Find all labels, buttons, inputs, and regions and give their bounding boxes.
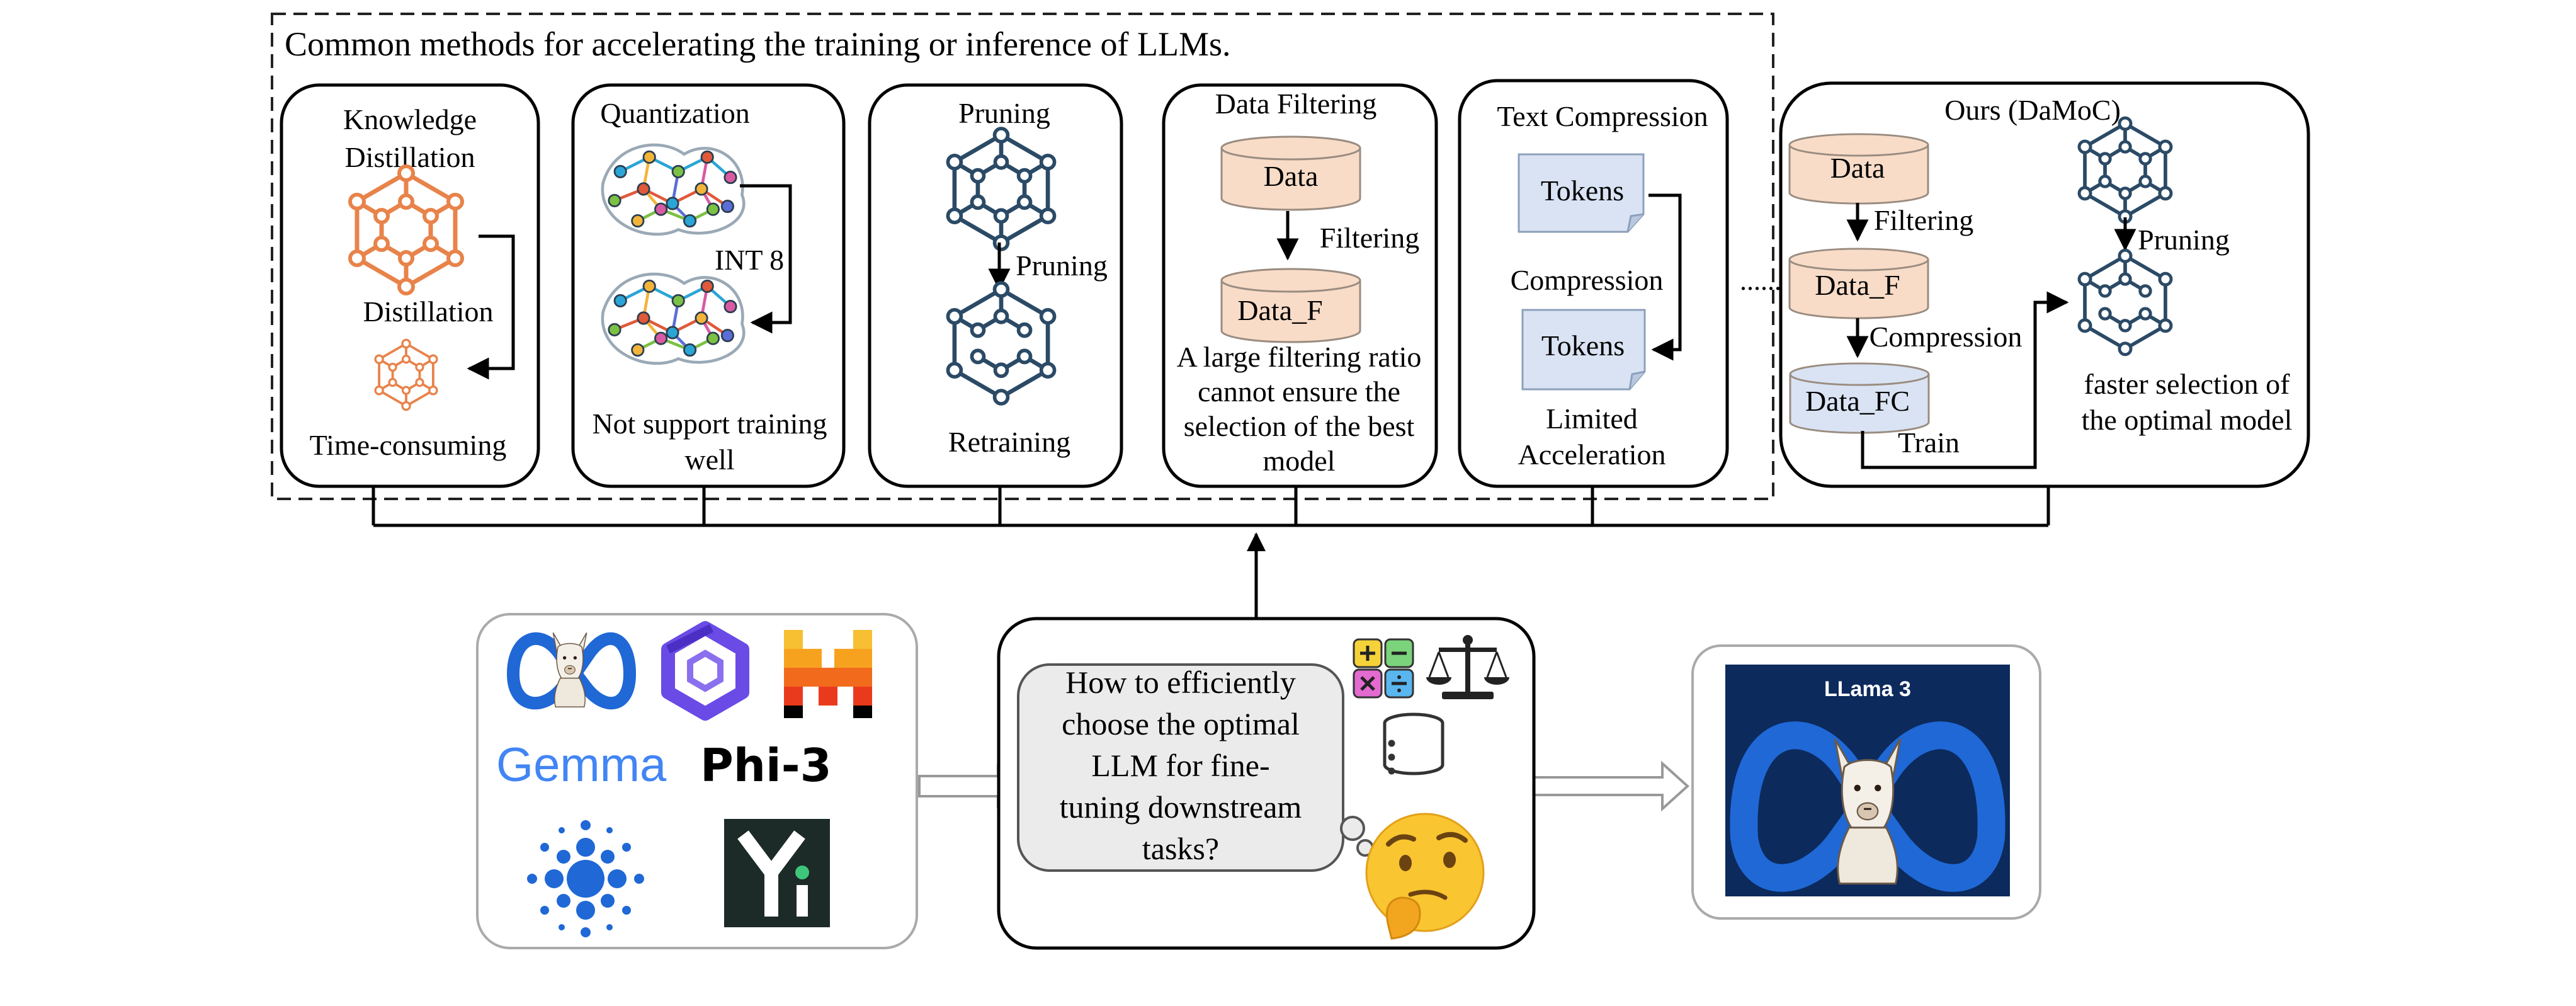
hollow-arrow-right bbox=[1532, 760, 1689, 812]
yi-logo-icon bbox=[724, 819, 830, 927]
methods-container bbox=[271, 13, 1774, 500]
question-line1: How to efficiently bbox=[1065, 665, 1296, 700]
tc-footer-line1: Limited bbox=[1546, 403, 1638, 435]
model-logos-box: Gemma Phi-3 bbox=[476, 613, 918, 949]
question-box: How to efficiently choose the optimal LL… bbox=[997, 617, 1536, 950]
ours-damoc-box: Ours (DaMoC) Data Filtering Data_F Compr… bbox=[1779, 81, 2310, 488]
pruning-title: Pruning bbox=[958, 97, 1050, 129]
ours-arrow1: Filtering bbox=[1874, 204, 1973, 236]
scale-icon bbox=[1426, 635, 1509, 699]
ours-db2: Data_F bbox=[1815, 269, 1900, 301]
tc-arrow-label: Compression bbox=[1511, 264, 1664, 296]
df-db-bottom: Data_F bbox=[1237, 294, 1322, 326]
methods-title: Common methods for accelerating the trai… bbox=[285, 25, 1231, 63]
kd-arrow-label: Distillation bbox=[363, 295, 494, 328]
quant-arrow-label: INT 8 bbox=[715, 244, 784, 276]
ours-footer-line1: faster selection of bbox=[2084, 368, 2291, 400]
llama-portrait-icon bbox=[1834, 738, 1902, 885]
quantization-arrow bbox=[740, 184, 792, 334]
ours-footer-line2: the optimal model bbox=[2082, 404, 2293, 436]
question-line3: LLM for fine- bbox=[1091, 748, 1269, 783]
cohere-dots-icon bbox=[527, 820, 644, 937]
tc-doc-bottom: Tokens bbox=[1541, 329, 1625, 362]
df-footer-line3: selection of the best bbox=[1184, 410, 1415, 442]
ours-train-arrow bbox=[1861, 291, 2069, 469]
ours-db1: Data bbox=[1830, 152, 1885, 184]
df-title: Data Filtering bbox=[1215, 88, 1377, 120]
quant-footer-line2: well bbox=[684, 443, 734, 476]
pruning-footer: Retraining bbox=[948, 426, 1070, 458]
llama-logo-icon bbox=[501, 627, 637, 715]
phi-logo-text: Phi-3 bbox=[700, 739, 832, 792]
result-label: LLama 3 bbox=[1824, 677, 1911, 701]
df-db-top: Data bbox=[1264, 160, 1319, 192]
gemma-logo-text: Gemma bbox=[496, 738, 667, 792]
calculator-icon bbox=[1353, 638, 1414, 699]
ours-db3: Data_FC bbox=[1805, 385, 1910, 417]
bottom-connector bbox=[372, 486, 2050, 527]
pruning-arrow-label: Pruning bbox=[1016, 249, 1108, 282]
tokens-doc-icon bbox=[1518, 153, 1645, 233]
compression-arrow bbox=[1648, 193, 1682, 361]
ours-title: Ours (DaMoC) bbox=[1944, 94, 2121, 126]
quantization-box: Quantization INT 8 Not support training … bbox=[571, 83, 846, 488]
quant-footer-line1: Not support training bbox=[592, 408, 827, 440]
text-compression-box: Text Compression Tokens Compression Toke… bbox=[1458, 79, 1729, 488]
ours-arrow3: Train bbox=[1898, 426, 1960, 459]
kd-title-line1: Knowledge bbox=[343, 103, 477, 135]
question-line2: choose the optimal bbox=[1062, 706, 1300, 741]
question-line5: tasks? bbox=[1142, 831, 1219, 866]
thinking-face-icon bbox=[1365, 813, 1485, 940]
tc-doc-top: Tokens bbox=[1541, 174, 1624, 207]
qwen-logo-icon bbox=[661, 621, 749, 721]
kd-footer: Time-consuming bbox=[310, 429, 507, 461]
tc-footer-line2: Acceleration bbox=[1518, 438, 1666, 471]
result-box: LLama 3 bbox=[1691, 644, 2041, 920]
quant-title: Quantization bbox=[600, 97, 750, 129]
data-filtering-box: Data Filtering Data Filtering Data_F A l… bbox=[1162, 83, 1438, 488]
compressed-tokens-doc-icon bbox=[1521, 309, 1646, 391]
ellipsis: ...... bbox=[1740, 265, 1781, 296]
distillation-arrow bbox=[467, 234, 515, 380]
tc-title: Text Compression bbox=[1497, 100, 1708, 132]
df-footer-line4: model bbox=[1263, 445, 1336, 477]
ours-arrow-pruning: Pruning bbox=[2138, 224, 2230, 256]
ours-arrow2: Compression bbox=[1870, 321, 2023, 353]
knowledge-distillation-box: Knowledge Distillation Distillation Time… bbox=[280, 83, 540, 488]
database-icon bbox=[1383, 712, 1444, 775]
mistral-logo-icon bbox=[784, 630, 872, 718]
df-footer-line2: cannot ensure the bbox=[1198, 375, 1400, 408]
pruning-box: Pruning Pruning Retraining bbox=[868, 83, 1123, 488]
df-footer-line1: A large filtering ratio bbox=[1177, 341, 1422, 373]
df-arrow-label: Filtering bbox=[1320, 222, 1419, 254]
question-line4: tuning downstream bbox=[1060, 789, 1302, 825]
